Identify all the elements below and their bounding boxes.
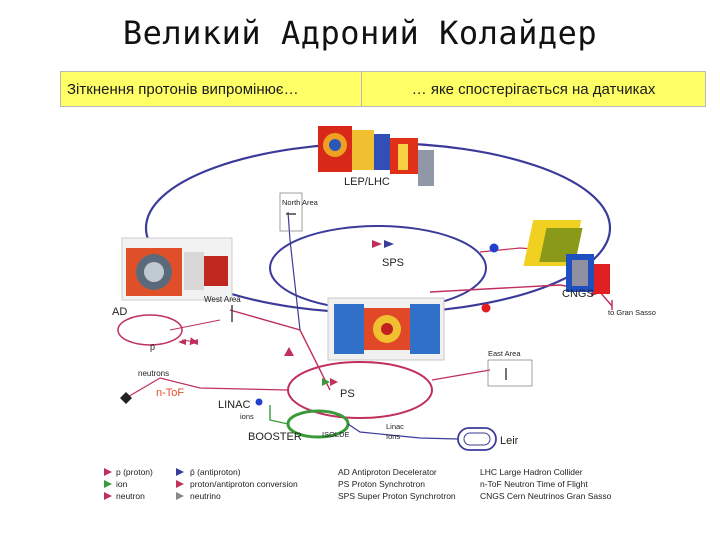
sps-detector (327, 297, 445, 361)
north-area-label: North Area (282, 198, 319, 207)
legend-neutrino: neutrino (190, 491, 221, 501)
ps-to-ad-line (229, 309, 331, 391)
north-area-line (287, 211, 301, 331)
page-title: Великий Адроний Колайдер (122, 14, 598, 52)
cngs-detector (523, 220, 610, 294)
legend-sps: SPS Super Proton Synchrotron (338, 491, 456, 501)
linac-label: LINAC (218, 399, 250, 411)
west-area-label: West Area (204, 295, 241, 304)
legend-proton: p (proton) (116, 467, 153, 477)
sps-ring (269, 225, 487, 311)
legend-ion: ion (116, 479, 128, 489)
ntof-label: n-ToF (156, 387, 184, 399)
ps-label: PS (340, 388, 355, 400)
cngs-label: CNGS (562, 288, 594, 300)
sps-label: SPS (382, 257, 404, 269)
booster-label: BOOSTER (248, 431, 302, 443)
legend: p (proton) ion neutron p̄ (antiproton) p… (104, 467, 612, 501)
ad-detector (121, 237, 233, 301)
lep-label: LEP/LHC (344, 176, 390, 188)
linac-ions-label-2: Ions (386, 432, 400, 441)
legend-ntof: n-ToF Neutron Time of Flight (480, 479, 588, 489)
legend-ad: AD Antiproton Decelerator (338, 467, 437, 477)
east-area-label: East Area (488, 349, 521, 358)
ntof-target (120, 392, 132, 404)
legend-antiproton: p̄ (antiproton) (190, 467, 241, 477)
target-dot-blue (489, 243, 499, 253)
linac-ions-label: Linac (386, 422, 404, 431)
ad-label: AD (112, 306, 127, 318)
banner-collision-text: Зіткнення протонів випромінює… (60, 71, 362, 107)
antiproton-label: p̄ (150, 342, 155, 352)
neutrons-label: neutrons (138, 369, 169, 378)
isolde-label: ISOLDE (322, 430, 350, 439)
target-dot-red (481, 303, 491, 313)
gran-sasso-label: to Gran Sasso (608, 308, 656, 317)
leir-label: Leir (500, 435, 519, 447)
legend-cngs: CNGS Cern Neutrinos Gran Sasso (480, 491, 612, 501)
banner-detector-text: … яке спостерігається на датчиках (362, 71, 706, 107)
legend-lhc: LHC Large Hadron Collider (480, 467, 583, 477)
legend-ps: PS Proton Synchrotron (338, 479, 425, 489)
ps-ring (287, 361, 433, 419)
lhc-top-detector (318, 126, 434, 186)
ntof-line (159, 377, 289, 391)
ad-ring (117, 314, 183, 346)
legend-neutron: neutron (116, 491, 145, 501)
ions-label: ions (240, 412, 254, 421)
legend-conversion: proton/antiproton conversion (190, 479, 298, 489)
